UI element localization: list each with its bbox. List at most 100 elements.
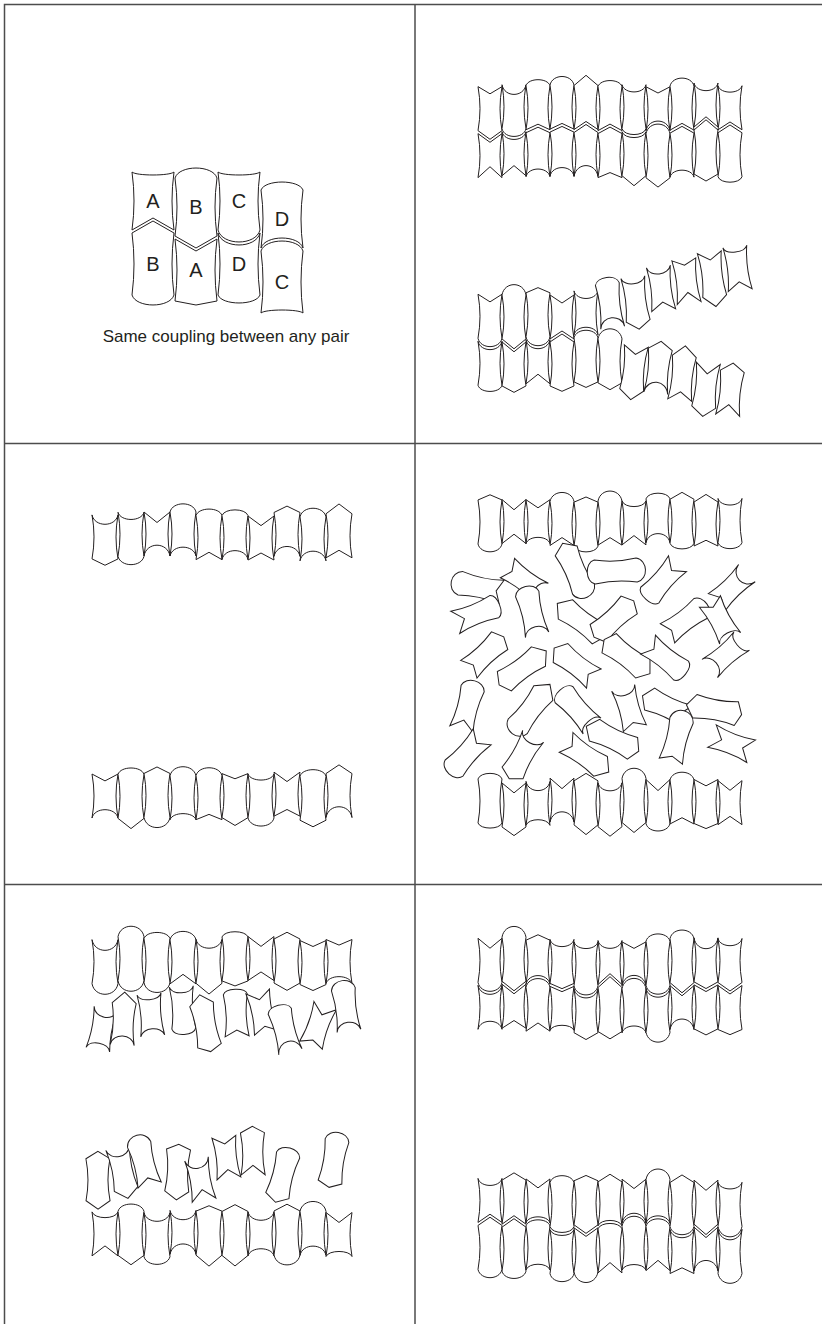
coupling-tile <box>499 730 544 784</box>
coupling-tile <box>300 770 326 827</box>
coupling-tile <box>330 979 361 1032</box>
coupling-tile <box>478 1178 502 1222</box>
coupling-tile <box>248 516 274 560</box>
coupling-tile <box>526 781 550 825</box>
tile-letter: A <box>146 191 159 211</box>
coupling-tile <box>451 593 504 633</box>
coupling-tile <box>699 596 740 644</box>
coupling-tile <box>670 126 694 177</box>
tile-letter: C <box>232 191 246 211</box>
coupling-tile: B <box>132 233 174 295</box>
coupling-tile <box>670 986 694 1030</box>
coupling-tile <box>621 276 651 331</box>
coupling-tile <box>502 342 526 392</box>
coupling-tile <box>317 1130 350 1189</box>
coupling-tile <box>526 288 550 346</box>
tile-letter: A <box>189 260 202 280</box>
tile-outline-path <box>261 182 303 248</box>
tile-letter: C <box>275 272 289 292</box>
coupling-tile <box>110 992 136 1046</box>
coupling-tile <box>718 986 742 1035</box>
coupling-tile <box>718 939 742 991</box>
coupling-tile <box>598 977 622 1039</box>
coupling-tile <box>326 1213 352 1257</box>
coupling-tile <box>598 783 622 837</box>
coupling-tile <box>164 1144 190 1201</box>
coupling-tile <box>502 926 526 990</box>
coupling-tile <box>595 276 625 329</box>
coupling-tile <box>622 978 646 1032</box>
coupling-tile <box>550 1230 574 1282</box>
coupling-tile <box>670 78 694 130</box>
coupling-tile <box>598 1223 622 1272</box>
coupling-tile <box>502 1173 526 1224</box>
coupling-tile <box>144 512 170 556</box>
coupling-tile <box>170 931 196 983</box>
coupling-tile <box>718 86 742 130</box>
coupling-tile <box>574 124 598 176</box>
coupling-tile <box>526 340 550 384</box>
coupling-tile <box>718 781 742 825</box>
coupling-tile <box>450 678 487 733</box>
coupling-tile <box>646 265 675 312</box>
coupling-tile <box>694 1227 718 1271</box>
coupling-tile <box>274 932 300 990</box>
coupling-tile <box>702 632 750 678</box>
coupling-tile <box>118 926 144 991</box>
panel-note: Same coupling between any pair <box>103 327 350 347</box>
coupling-tile <box>574 291 598 335</box>
coupling-tile <box>526 80 550 130</box>
coupling-tile <box>574 773 598 834</box>
coupling-tile <box>222 774 248 826</box>
coupling-tile <box>670 1175 694 1235</box>
coupling-tile <box>478 134 502 178</box>
coupling-tile <box>478 341 502 391</box>
coupling-tile <box>547 639 601 688</box>
coupling-tile <box>574 75 598 129</box>
coupling-tile <box>718 125 742 182</box>
tile-letter: B <box>146 254 159 274</box>
coupling-tile <box>92 940 118 995</box>
coupling-tile <box>478 87 502 140</box>
coupling-tile <box>526 127 550 177</box>
coupling-tile <box>670 1230 694 1274</box>
coupling-tile <box>502 500 526 544</box>
coupling-tile: D <box>261 190 303 248</box>
coupling-tile <box>574 497 598 552</box>
coupling-tile <box>550 986 574 1030</box>
panel-divider <box>4 884 822 886</box>
coupling-tile <box>672 258 701 305</box>
tile-letter: D <box>232 254 246 274</box>
coupling-tile <box>440 729 491 782</box>
coupling-tile <box>212 1135 241 1180</box>
coupling-tile: C <box>261 251 303 313</box>
coupling-tile <box>526 500 550 544</box>
coupling-tile <box>587 558 646 585</box>
coupling-tile <box>222 1205 248 1266</box>
coupling-tile <box>526 1179 550 1223</box>
coupling-tile <box>598 329 622 390</box>
coupling-tile <box>718 1182 742 1236</box>
coupling-tile <box>659 708 695 765</box>
coupling-tile <box>708 725 756 763</box>
coupling-tile <box>670 930 694 993</box>
coupling-tile <box>716 362 745 417</box>
coupling-tile <box>622 501 646 545</box>
coupling-tile <box>240 1126 265 1175</box>
coupling-tile <box>641 635 693 683</box>
coupling-tile <box>526 979 550 1032</box>
coupling-tile: C <box>218 172 260 230</box>
coupling-tile <box>526 935 550 984</box>
coupling-tile <box>223 989 249 1037</box>
coupling-tile <box>694 1180 718 1234</box>
coupling-tile <box>502 285 526 349</box>
coupling-tile <box>92 774 118 818</box>
coupling-tile <box>694 779 718 828</box>
coupling-tile <box>646 780 670 831</box>
coupling-tile <box>502 984 526 1028</box>
coupling-tile <box>644 340 673 394</box>
coupling-tile <box>300 941 326 991</box>
coupling-tile <box>694 120 718 181</box>
